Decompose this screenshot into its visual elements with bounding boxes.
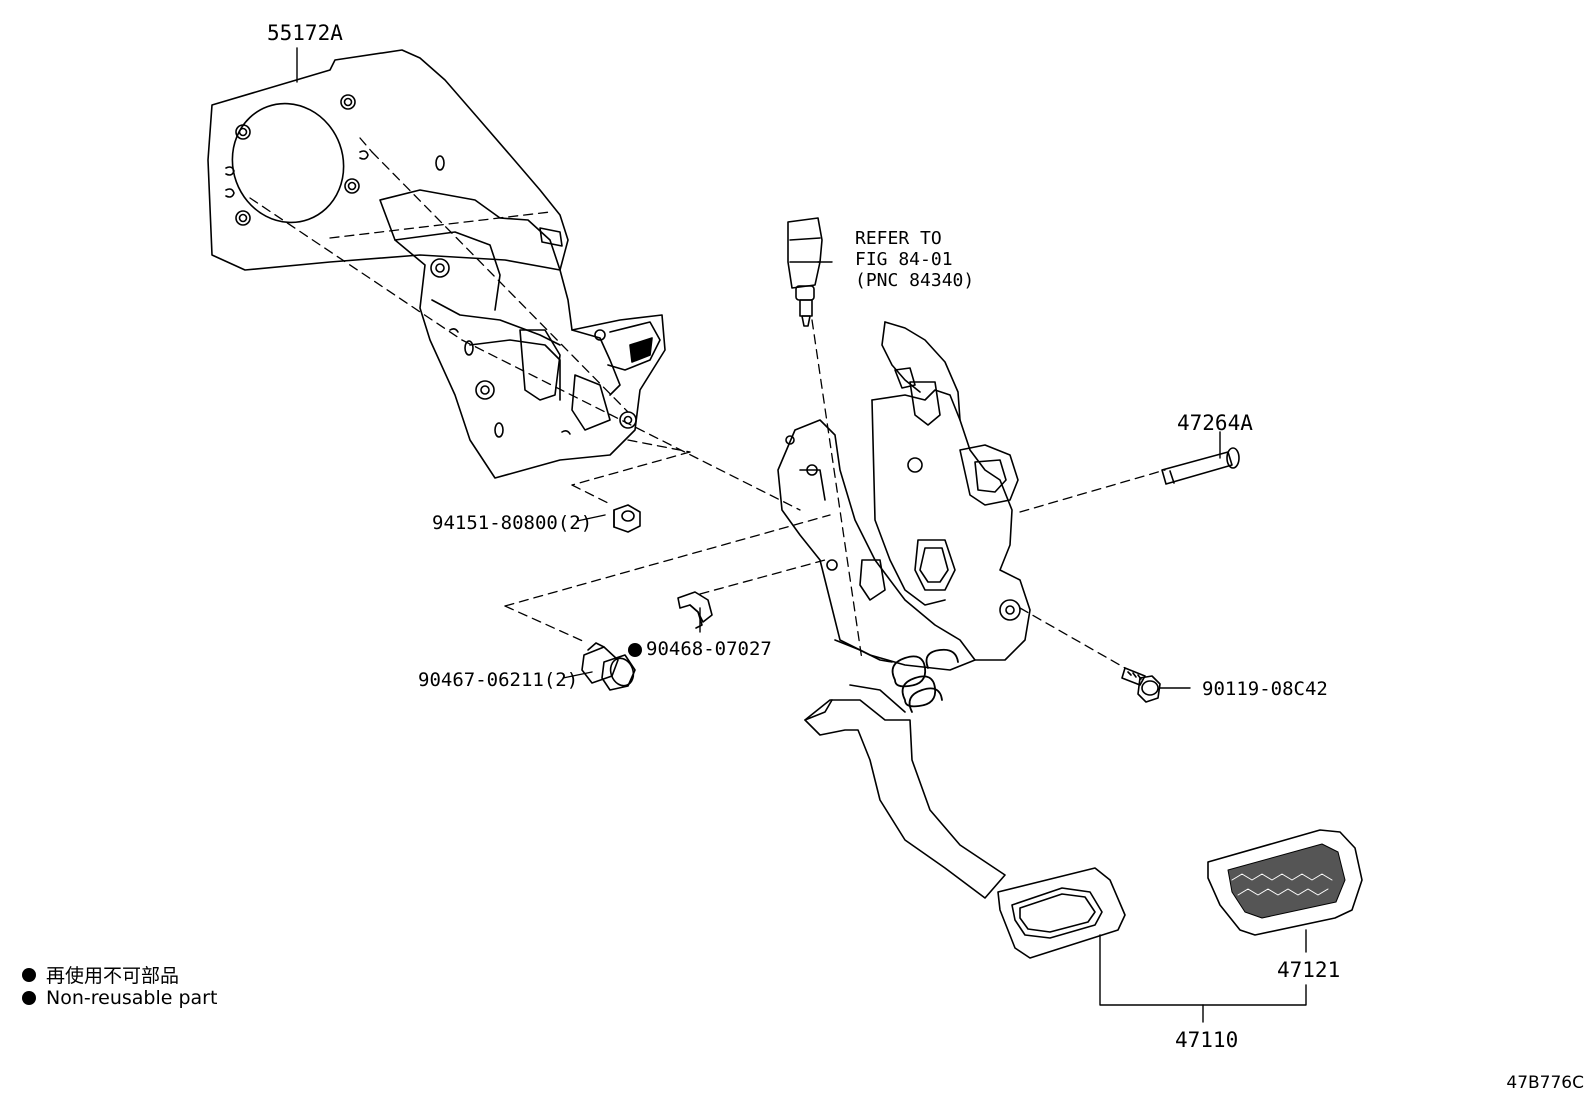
pedal-assembly <box>777 321 1031 899</box>
refer-line-1: REFER TO <box>855 228 942 249</box>
legend-english: Non-reusable part <box>22 987 217 1009</box>
non-reusable-marker <box>628 642 642 657</box>
nut-94151 <box>613 504 641 533</box>
pedal-pad <box>997 867 1126 959</box>
legend-japanese: 再使用不可部品 <box>22 961 179 988</box>
part-label-55172A: 55172A <box>267 21 343 45</box>
part-label-90119-08C42: 90119-08C42 <box>1202 678 1328 700</box>
legend-japanese-text: 再使用不可部品 <box>46 965 180 987</box>
pedal-support-bracket <box>379 189 666 479</box>
part-label-94151-80800: 94151-80800(2) <box>432 512 593 534</box>
refer-line-2: FIG 84-01 <box>855 249 953 270</box>
leader-lines <box>249 137 1166 669</box>
legend-bullet <box>22 967 36 982</box>
diagram-code: 47B776C <box>1506 1073 1584 1093</box>
refer-line-3: (PNC 84340) <box>855 270 975 291</box>
bracket-55172A <box>207 49 569 271</box>
part-label-47110: 47110 <box>1175 1028 1239 1052</box>
bolt-90119 <box>1121 667 1161 703</box>
legend-bullet <box>22 991 36 1005</box>
part-label-90467-06211: 90467-06211(2) <box>418 669 579 691</box>
part-number-90468: 90468-07027 <box>646 638 772 660</box>
pedal-pad-cover <box>1207 829 1363 936</box>
label-leaders <box>296 47 1307 1023</box>
refer-to-note: REFER TO FIG 84-01 (PNC 84340) <box>855 228 974 291</box>
legend-english-text: Non-reusable part <box>46 987 218 1009</box>
clip-90468 <box>677 591 713 629</box>
return-spring <box>891 648 959 713</box>
part-label-47264A: 47264A <box>1177 411 1253 435</box>
stop-lamp-switch <box>787 217 823 327</box>
pin-47264A <box>1161 447 1240 485</box>
part-label-90468-07027: 90468-07027 <box>628 640 772 659</box>
part-label-47121: 47121 <box>1277 958 1341 982</box>
cushion-90467 <box>581 642 636 691</box>
